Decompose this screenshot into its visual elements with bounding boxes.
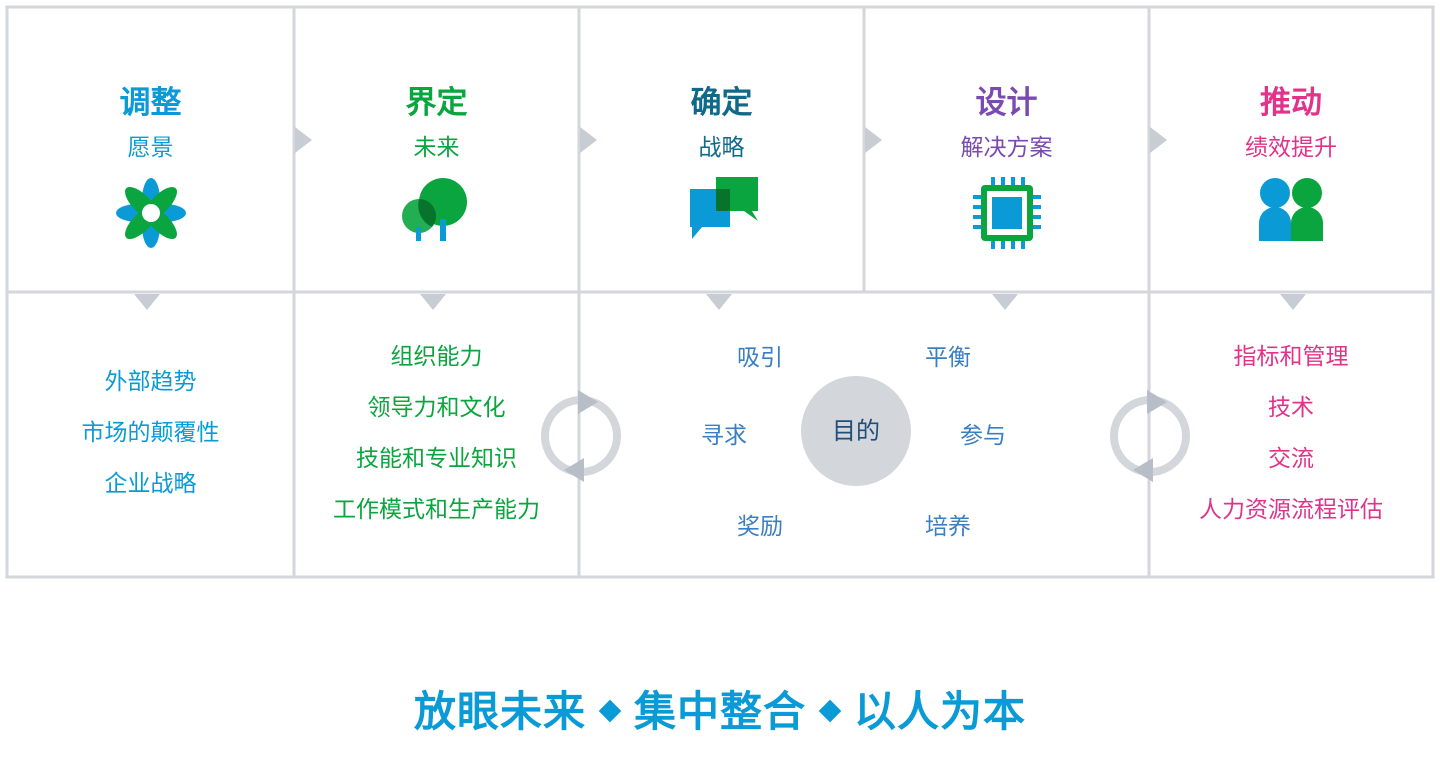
purpose-center-label: 目的	[832, 417, 880, 445]
slogan-part-3: 以人为本	[854, 687, 1027, 736]
purpose-hub: 目的	[801, 376, 911, 486]
list-item: 交流	[1268, 446, 1314, 472]
cycle-icon-left	[541, 390, 621, 482]
slogan-part-1: 放眼未来	[413, 687, 586, 736]
stage-subtitle: 未来	[413, 135, 460, 161]
grid-lines	[5, 5, 1435, 579]
stage-align-vision: 调整 愿景	[7, 7, 294, 292]
arrow-right-1	[295, 127, 312, 153]
stage-subtitle: 战略	[698, 135, 745, 161]
list-item: 外部趋势	[104, 369, 197, 395]
stage-title: 调整	[119, 85, 182, 121]
stage-2-items: 组织能力 领导力和文化 技能和专业知识 工作模式和生产能力	[294, 332, 579, 536]
purpose-reward: 奖励	[737, 514, 783, 540]
list-item: 人力资源流程评估	[1199, 497, 1383, 523]
arrow-down-5	[1280, 294, 1306, 310]
purpose-attract: 吸引	[737, 345, 783, 371]
stage-5-items: 指标和管理 技术 交流 人力资源流程评估	[1149, 332, 1433, 536]
stage-title: 界定	[405, 85, 468, 121]
slogan-part-2: 集中整合	[633, 687, 806, 736]
list-item: 市场的颠覆性	[81, 420, 220, 446]
arrow-down-4	[992, 294, 1018, 310]
list-item: 技术	[1268, 395, 1314, 421]
list-item: 领导力和文化	[367, 395, 506, 421]
arrow-down-1	[134, 294, 160, 310]
people-icon	[1251, 177, 1331, 249]
list-item: 企业战略	[104, 471, 197, 497]
stage-title: 推动	[1260, 85, 1322, 121]
trees-icon	[397, 177, 477, 249]
arrow-right-3	[865, 127, 882, 153]
stage-subtitle: 解决方案	[960, 135, 1053, 161]
list-item: 技能和专业知识	[356, 446, 517, 472]
list-item: 工作模式和生产能力	[333, 497, 540, 523]
arrow-right-2	[580, 127, 597, 153]
stage-design-solution: 设计 解决方案	[864, 7, 1149, 292]
stage-1-items: 外部趋势 市场的颠覆性 企业战略	[7, 357, 294, 510]
stage-subtitle: 愿景	[127, 135, 174, 161]
framework-diagram: 调整 愿景	[5, 5, 1435, 579]
purpose-engage: 参与	[960, 423, 1006, 449]
list-item: 组织能力	[390, 344, 483, 370]
cycle-icon-right	[1110, 390, 1190, 482]
arrow-right-4	[1150, 127, 1167, 153]
stage-title: 确定	[690, 85, 753, 121]
purpose-seek: 寻求	[701, 423, 747, 449]
list-item: 指标和管理	[1233, 344, 1349, 370]
stage-drive-performance: 推动 绩效提升	[1149, 7, 1433, 292]
slogan: 放眼未来集中整合以人为本	[0, 678, 1440, 739]
stage-determine-strategy: 确定 战略	[579, 7, 864, 292]
arrow-down-2	[420, 294, 446, 310]
chip-icon	[967, 177, 1047, 249]
flower-icon	[111, 177, 191, 249]
diamond-icon	[598, 699, 622, 723]
diamond-icon	[818, 699, 842, 723]
stage-define-future: 界定 未来	[294, 7, 579, 292]
purpose-develop: 培养	[925, 514, 971, 540]
arrow-down-3	[706, 294, 732, 310]
stage-title: 设计	[975, 85, 1038, 121]
stage-subtitle: 绩效提升	[1245, 135, 1337, 161]
chat-bubbles-icon	[682, 177, 762, 249]
purpose-balance: 平衡	[925, 345, 971, 371]
